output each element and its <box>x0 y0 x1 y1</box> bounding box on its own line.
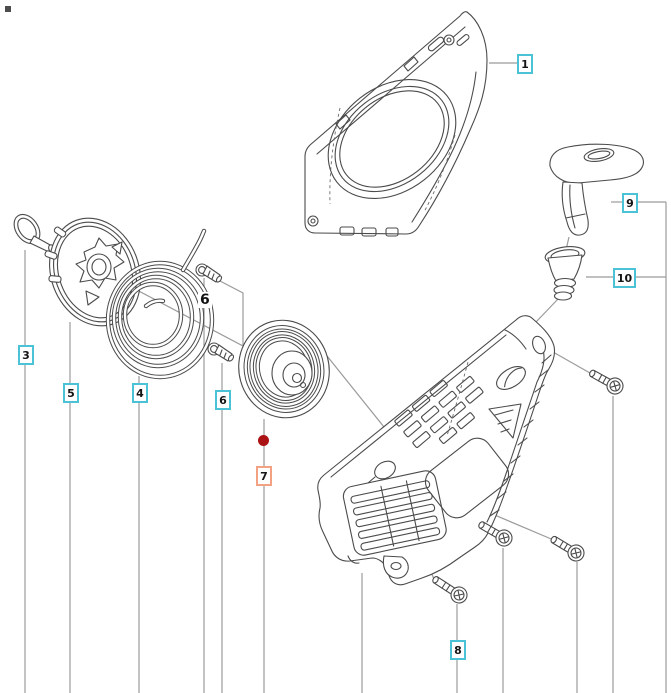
screw-8c-part[interactable] <box>548 532 587 564</box>
selected-part-marker-dot <box>258 435 269 446</box>
pawl-wheel-part[interactable] <box>35 205 155 338</box>
starter-handle-part[interactable] <box>549 143 644 236</box>
screw-6a-part[interactable] <box>195 263 223 283</box>
screw-6b-part[interactable] <box>207 342 235 362</box>
callout-7-highlighted[interactable]: 7 <box>256 466 272 486</box>
callout-6-plain: 6 <box>198 292 212 308</box>
screw-8a-part[interactable] <box>429 572 470 606</box>
callout-1[interactable]: 1 <box>517 54 533 74</box>
fan-cover-part[interactable] <box>304 11 488 237</box>
callout-4[interactable]: 4 <box>132 383 148 403</box>
screw-8d-part[interactable] <box>586 365 626 397</box>
rope-guide-part[interactable] <box>544 244 586 301</box>
callout-6[interactable]: 6 <box>215 390 231 410</box>
starter-rope-part[interactable] <box>105 228 215 380</box>
starter-housing-part[interactable] <box>317 315 556 586</box>
screw-8b-part[interactable] <box>475 517 515 549</box>
housing-rim-hatching <box>489 354 552 517</box>
starter-pulley-part[interactable] <box>228 310 340 428</box>
callout-9[interactable]: 9 <box>622 193 638 213</box>
callout-3[interactable]: 3 <box>18 345 34 365</box>
callout-8[interactable]: 8 <box>450 640 466 660</box>
callout-5[interactable]: 5 <box>63 383 79 403</box>
housing-upper-vent <box>394 376 484 448</box>
corner-artifact <box>5 6 11 12</box>
callout-10[interactable]: 10 <box>613 268 636 288</box>
housing-lower-grille <box>342 470 447 556</box>
